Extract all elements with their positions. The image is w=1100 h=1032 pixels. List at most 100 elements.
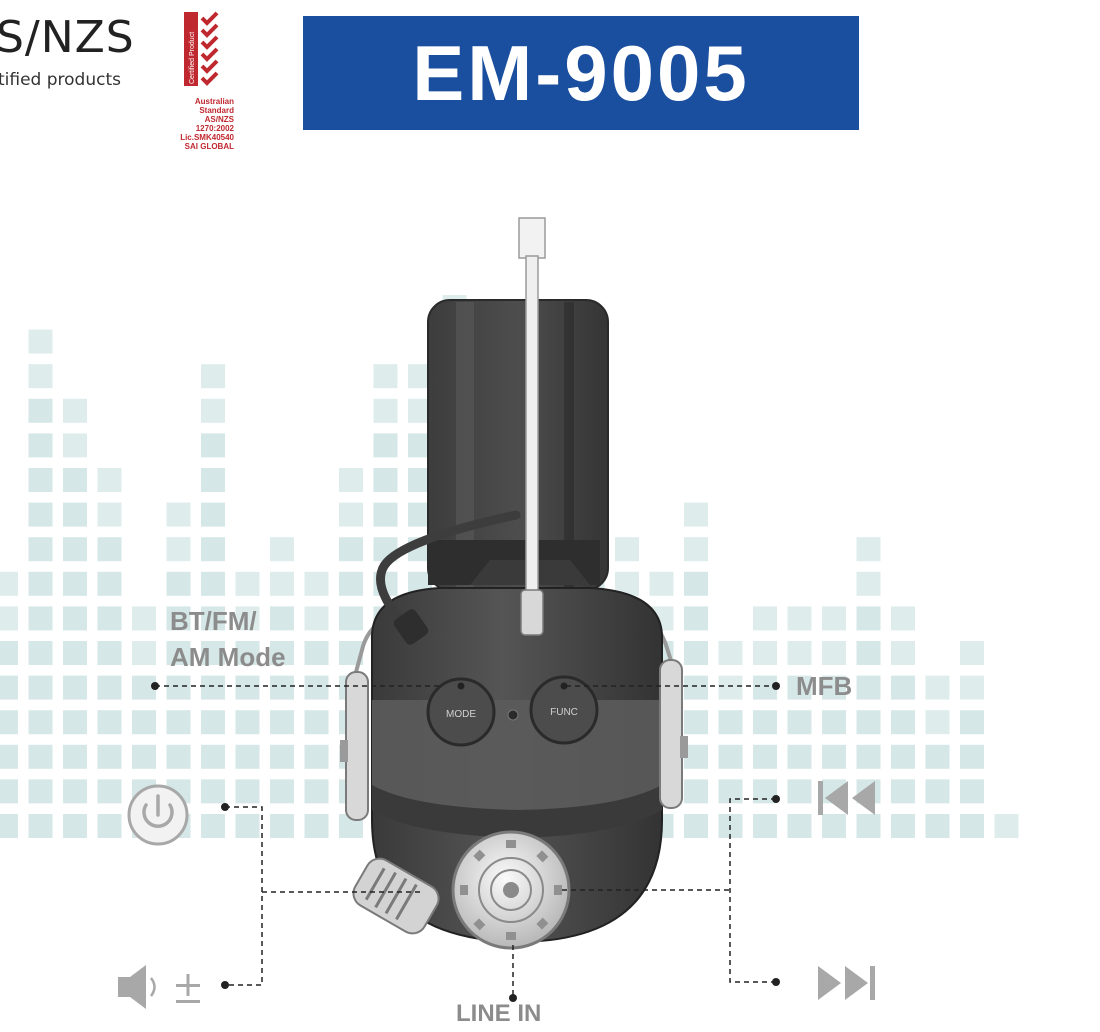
brand-subtext: tified products [0, 70, 121, 90]
equalizer-cell [270, 571, 294, 596]
equalizer-cell [166, 502, 191, 527]
equalizer-cell [132, 744, 156, 769]
equalizer-cell [0, 606, 18, 631]
equalizer-cell [0, 641, 18, 665]
equalizer-cell [201, 675, 225, 700]
equalizer-cell [235, 606, 260, 631]
equalizer-cell [201, 502, 225, 527]
equalizer-cell [684, 641, 708, 665]
equalizer-cell [822, 641, 846, 665]
equalizer-cell [787, 744, 812, 769]
equalizer-cell [856, 571, 881, 596]
equalizer-cell [97, 675, 122, 700]
equalizer-cell [753, 710, 777, 735]
equalizer-cell [373, 433, 398, 458]
equalizer-cell [684, 502, 708, 527]
equalizer-cell [856, 606, 881, 631]
equalizer-cell [787, 710, 812, 735]
equalizer-cell [339, 502, 363, 527]
equalizer-cell [339, 606, 363, 631]
equalizer-cell [960, 779, 984, 804]
equalizer-cell [166, 710, 191, 735]
equalizer-cell [684, 779, 708, 804]
equalizer-cell [787, 641, 812, 665]
equalizer-cell [63, 433, 87, 458]
equalizer-cell [856, 675, 881, 700]
equalizer-cell [373, 502, 398, 527]
equalizer-cell [684, 606, 708, 631]
equalizer-cell [201, 433, 225, 458]
equalizer-cell [166, 641, 191, 665]
equalizer-cell [960, 710, 984, 735]
equalizer-cell [201, 641, 225, 665]
equalizer-cell [684, 537, 708, 562]
equalizer-cell [304, 779, 329, 804]
equalizer-cell [0, 814, 18, 838]
antenna [518, 217, 546, 636]
equalizer-cell [28, 398, 53, 423]
equalizer-cell [235, 744, 260, 769]
certification-text: Australian Standard AS/NZS 1270:2002 Lic… [180, 97, 234, 151]
model-banner: EM-9005 [303, 16, 859, 130]
equalizer-cell [97, 468, 122, 492]
equalizer-cell [304, 571, 329, 596]
equalizer-cell [373, 468, 398, 492]
equalizer-cell [235, 571, 260, 596]
equalizer-cell [28, 364, 53, 389]
equalizer-cell [649, 571, 674, 596]
equalizer-cell [28, 571, 53, 596]
equalizer-cell [856, 537, 881, 562]
equalizer-cell [891, 675, 915, 700]
equalizer-cell [201, 710, 225, 735]
mode-callout-text: BT/FM/ AM Mode [170, 606, 286, 672]
equalizer-cell [201, 364, 225, 389]
volume-wheel [352, 857, 440, 935]
equalizer-cell [960, 675, 984, 700]
equalizer-cell [97, 779, 122, 804]
equalizer-cell [63, 744, 87, 769]
equalizer-cell [28, 675, 53, 700]
model-name: EM-9005 [412, 28, 750, 117]
equalizer-cell [235, 641, 260, 665]
equalizer-cell [304, 641, 329, 665]
equalizer-cell [270, 537, 294, 562]
equalizer-cell [235, 710, 260, 735]
equalizer-cell [201, 744, 225, 769]
equalizer-cell [132, 710, 156, 735]
equalizer-cell [270, 606, 294, 631]
equalizer-cell [28, 329, 53, 354]
equalizer-cell [201, 468, 225, 492]
equalizer-cell [235, 675, 260, 700]
equalizer-cell [373, 398, 398, 423]
equalizer-cell [994, 814, 1019, 838]
line-in-callout-label: LINE IN [456, 1000, 542, 1027]
equalizer-cell [28, 537, 53, 562]
callout-lines [155, 685, 776, 998]
equalizer-cell [63, 675, 87, 700]
equalizer-cell [235, 779, 260, 804]
brand-text: S/NZS [0, 12, 135, 63]
equalizer-cell [684, 814, 708, 838]
equalizer-cell [63, 468, 87, 492]
equalizer-cell [97, 502, 122, 527]
equalizer-cell [63, 398, 87, 423]
equalizer-cell [960, 814, 984, 838]
func-button: FUNC [529, 675, 599, 745]
equalizer-cell [822, 606, 846, 631]
equalizer-cell [684, 675, 708, 700]
svg-text:FUNC: FUNC [550, 707, 578, 718]
equalizer-cell [925, 744, 950, 769]
equalizer-cell [0, 710, 18, 735]
equalizer-cell [97, 537, 122, 562]
equalizer-cell [856, 641, 881, 665]
equalizer-cell [0, 571, 18, 596]
equalizer-cell [63, 779, 87, 804]
equalizer-cell [718, 675, 743, 700]
equalizer-cell [304, 710, 329, 735]
equalizer-cell [97, 814, 122, 838]
indicator-led [507, 709, 519, 721]
equalizer-cell [201, 814, 225, 838]
equalizer-cell [339, 468, 363, 492]
equalizer-cell [822, 744, 846, 769]
